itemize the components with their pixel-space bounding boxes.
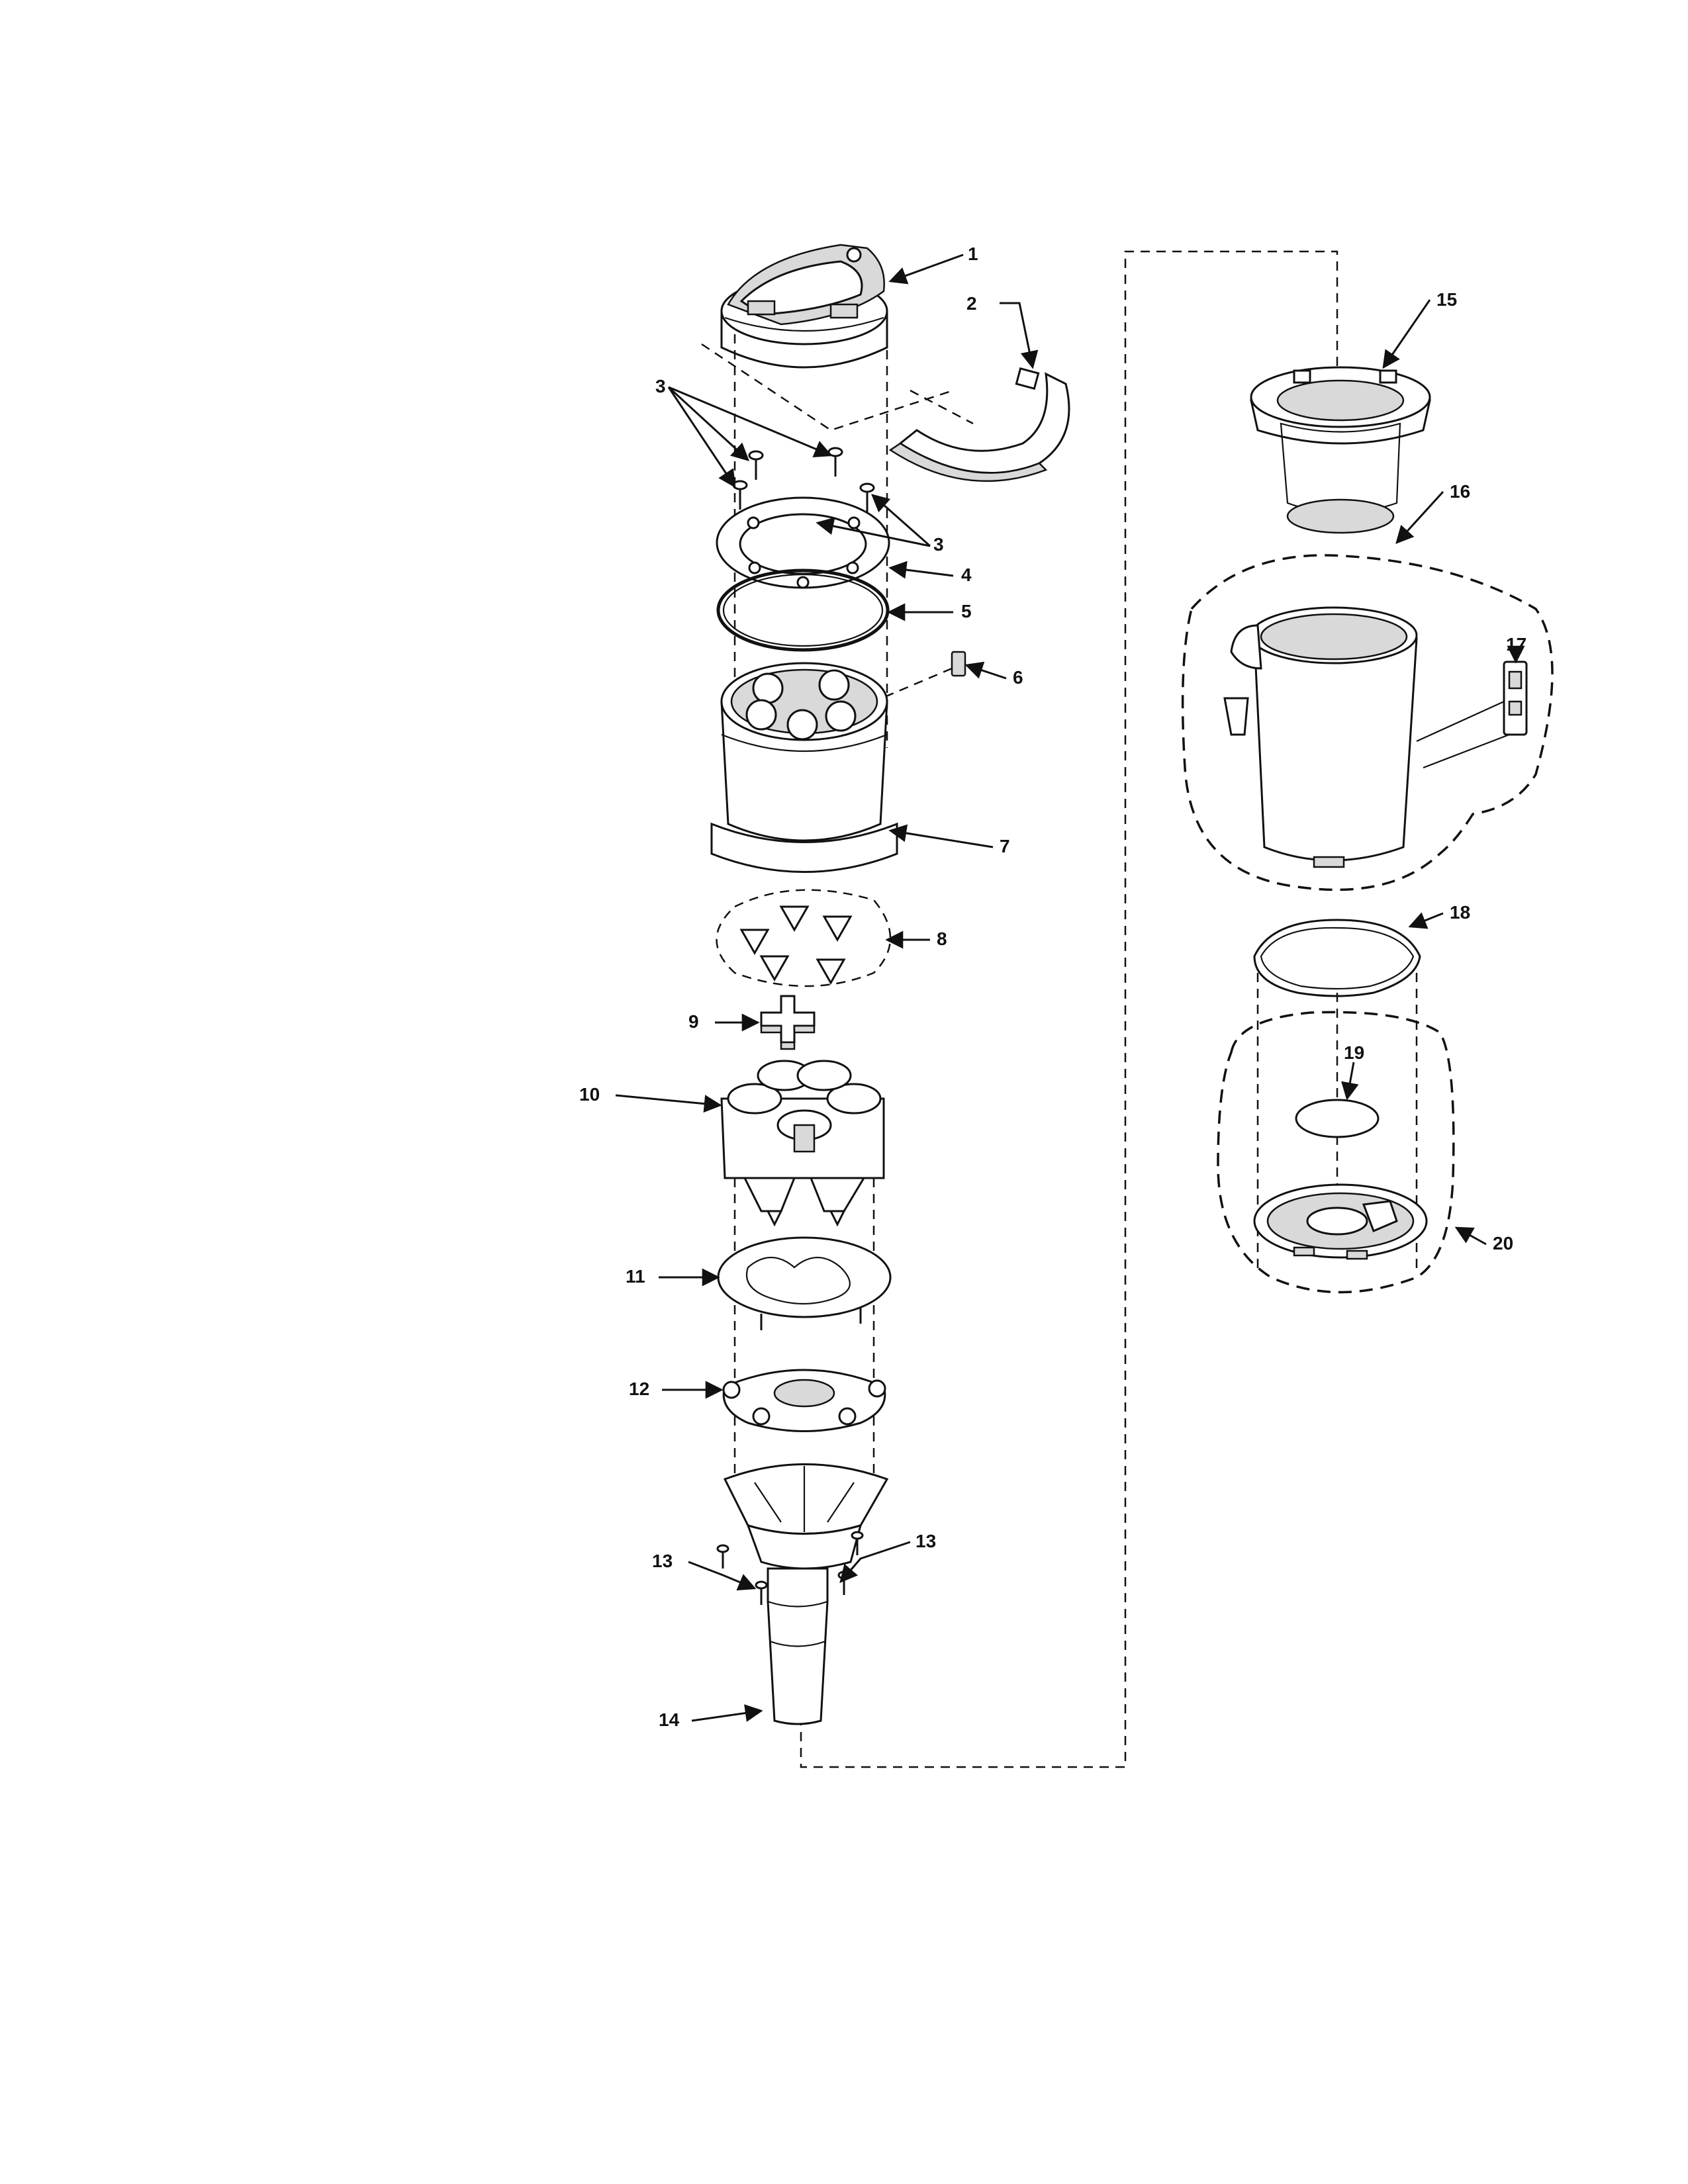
callout-4: 4 <box>961 565 972 585</box>
callout-15: 15 <box>1436 289 1457 310</box>
callout-9: 9 <box>688 1011 699 1032</box>
callout-16: 16 <box>1450 481 1470 502</box>
part-7-cyclone-housing <box>710 662 898 873</box>
callout-18: 18 <box>1450 902 1470 923</box>
callout-1: 1 <box>968 244 978 264</box>
callout-3a: 3 <box>655 376 666 396</box>
callout-2: 2 <box>966 293 977 314</box>
callout-8: 8 <box>937 929 947 949</box>
callout-5: 5 <box>961 601 972 621</box>
callout-17: 17 <box>1506 634 1526 655</box>
part-1-top-cap <box>720 244 888 369</box>
part-13-screws-bottom <box>716 1531 864 1605</box>
callout-6: 6 <box>1013 667 1023 688</box>
callout-14: 14 <box>659 1709 680 1730</box>
part-10-cyclone-chamber <box>720 1060 885 1227</box>
part-15-shroud-filter <box>1250 366 1431 534</box>
part-2-release-clip <box>888 367 1070 482</box>
callout-3b: 3 <box>933 534 944 555</box>
part-17-bin-latch <box>1416 660 1528 769</box>
assembly-connection-line <box>800 250 1338 1768</box>
part-20-bin-base <box>1217 1011 1455 1294</box>
part-16-dust-bin <box>1181 554 1554 891</box>
part-14-outlet-tube <box>767 1567 829 1725</box>
callout-10: 10 <box>579 1084 600 1105</box>
callout-11: 11 <box>626 1266 645 1287</box>
callout-12: 12 <box>629 1379 649 1399</box>
part-funnel-body <box>723 1463 889 1570</box>
part-11-shroud-plate <box>717 1236 892 1330</box>
callout-13b: 13 <box>915 1531 936 1551</box>
part-12-gasket <box>722 1369 886 1432</box>
callout-leaders <box>615 253 1525 1722</box>
part-18-bin-seal <box>1253 919 1421 997</box>
callout-labels: 1 2 3 3 4 5 6 7 8 9 10 11 12 13 13 14 15… <box>579 244 1526 1730</box>
callout-7: 7 <box>1000 836 1010 856</box>
callout-19: 19 <box>1344 1042 1364 1063</box>
part-19-filter-disc <box>1295 1099 1380 1138</box>
part-8-cone-set <box>716 889 892 987</box>
callout-13a: 13 <box>652 1551 673 1571</box>
part-9-star-insert <box>760 995 816 1050</box>
callout-20: 20 <box>1493 1233 1513 1253</box>
